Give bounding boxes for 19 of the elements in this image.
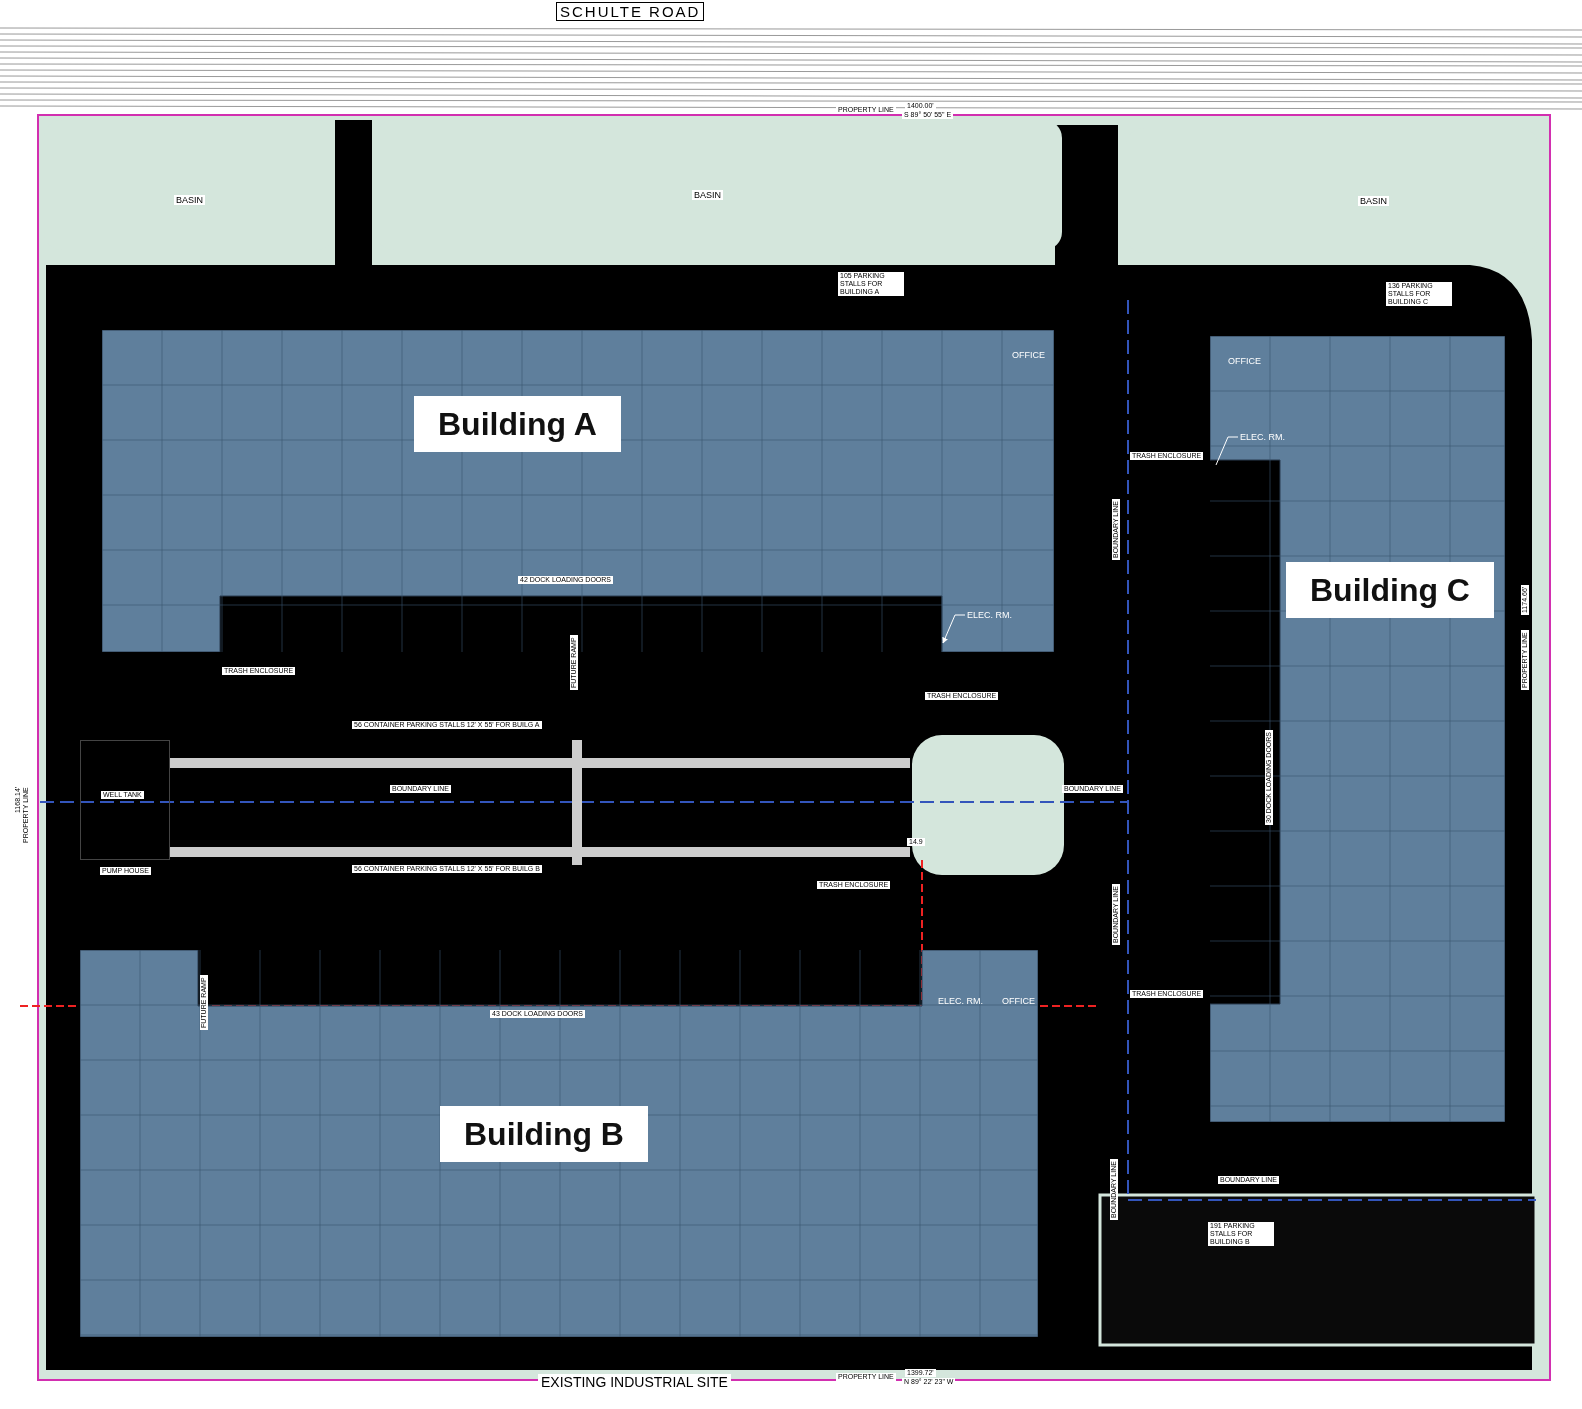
room-label: OFFICE xyxy=(1228,356,1261,366)
leader-line xyxy=(942,614,966,644)
area-label: BASIN xyxy=(692,190,723,200)
area-label: BASIN xyxy=(1358,196,1389,206)
room-label: ELEC. RM. xyxy=(1240,432,1285,442)
well-tank-enclosure xyxy=(80,740,170,860)
room-label: OFFICE xyxy=(1002,996,1035,1006)
plan-label: SCHULTE ROAD xyxy=(556,2,705,21)
area-label: BASIN xyxy=(174,195,205,205)
building-footprint xyxy=(80,950,1038,1337)
room-label: ELEC. RM. xyxy=(967,610,1012,620)
building-label: Building A xyxy=(414,396,621,452)
building-label: Building C xyxy=(1286,562,1494,618)
room-label: OFFICE xyxy=(1012,350,1045,360)
building-footprint xyxy=(1210,336,1505,1122)
plan-label: EXISTING INDUSTRIAL SITE xyxy=(538,1374,731,1390)
room-label: ELEC. RM. xyxy=(938,996,983,1006)
leader-line xyxy=(1215,436,1239,466)
building-label: Building B xyxy=(440,1106,648,1162)
